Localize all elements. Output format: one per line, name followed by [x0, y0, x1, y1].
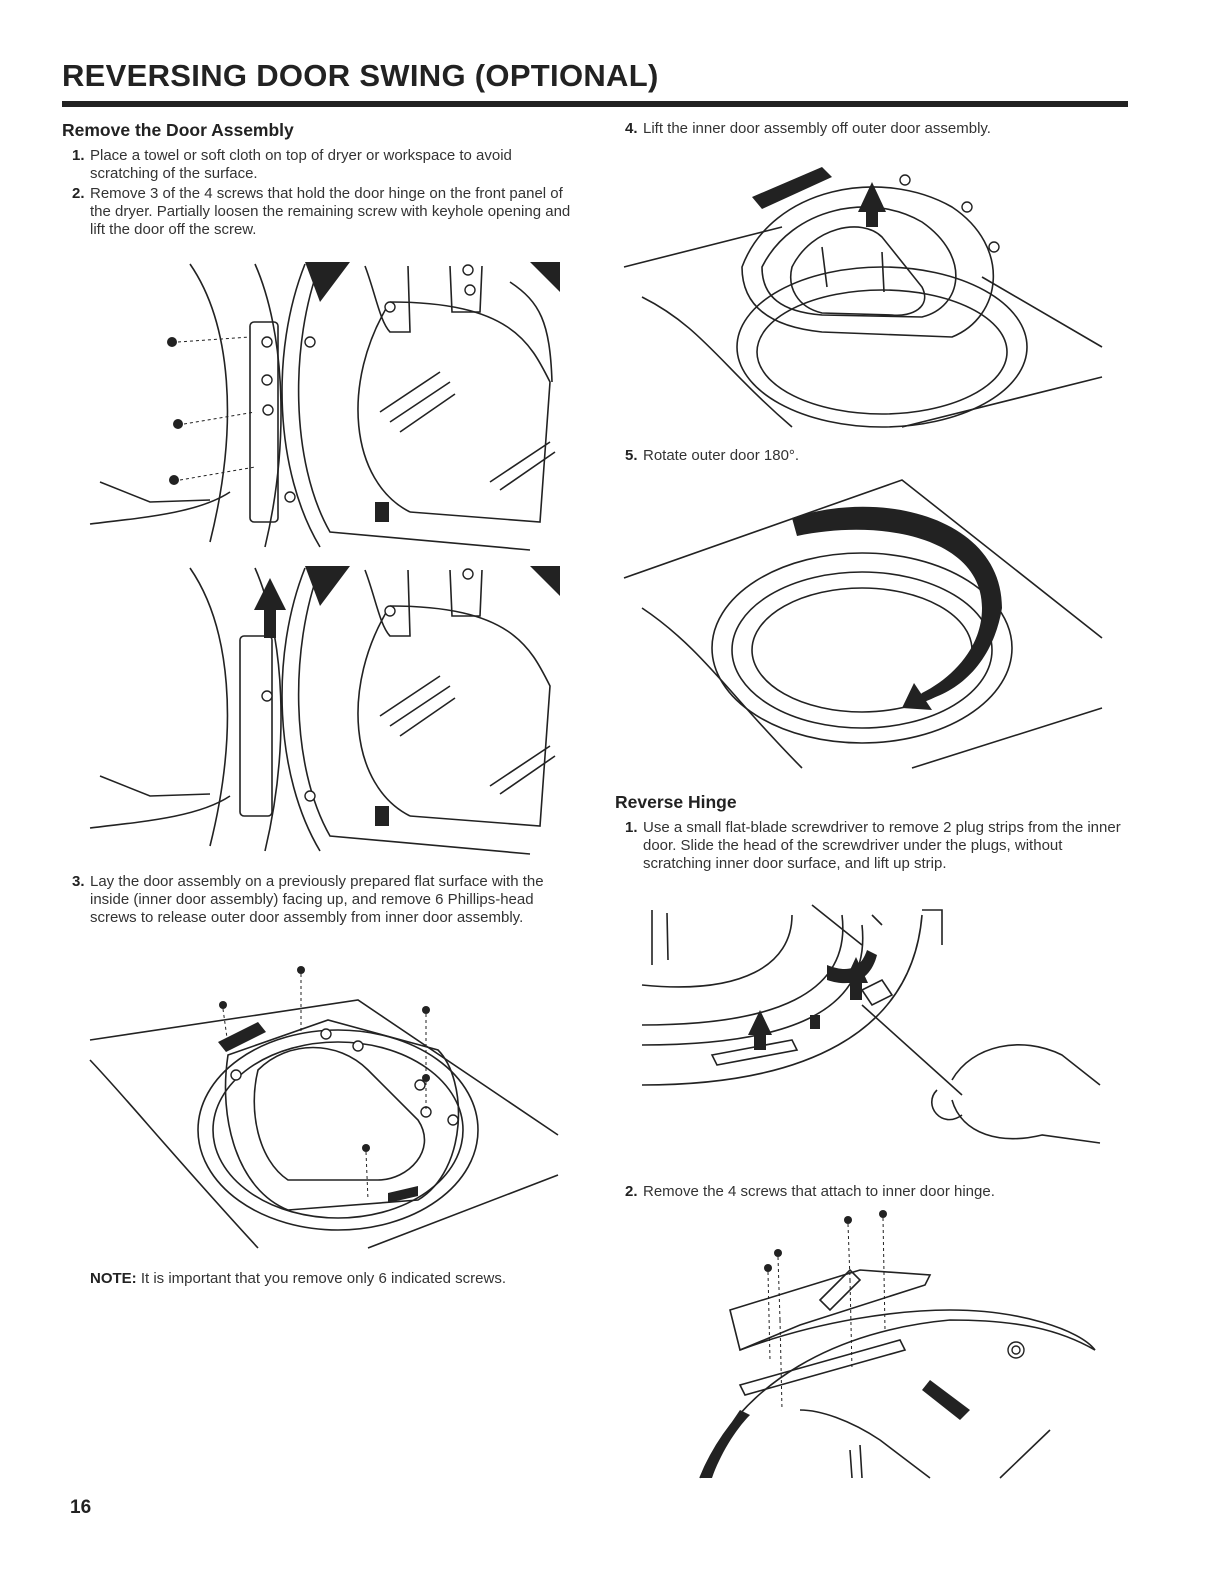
step-number: 3. — [72, 873, 85, 890]
hinge-step-1: 1. Use a small flat-blade screwdriver to… — [615, 819, 1121, 873]
step-text: Remove 3 of the 4 screws that hold the d… — [90, 185, 571, 238]
step-number: 1. — [72, 147, 85, 164]
door-hinge-screws-illustration — [90, 262, 560, 552]
page-title: REVERSING DOOR SWING (OPTIONAL) — [62, 58, 659, 93]
step-number: 2. — [72, 185, 85, 202]
note-label: NOTE: — [90, 1270, 137, 1287]
step-text: Use a small flat-blade screwdriver to re… — [643, 819, 1121, 872]
remove-door-heading: Remove the Door Assembly — [62, 120, 294, 140]
remove-door-section: Remove the Door Assembly 1. Place a towe… — [62, 120, 587, 239]
rotate-outer-door-illustration — [622, 478, 1102, 770]
step-text: Remove the 4 screws that attach to inner… — [643, 1183, 995, 1200]
step-number: 2. — [625, 1183, 638, 1200]
step-text: Place a towel or soft cloth on top of dr… — [90, 147, 512, 182]
step-5: 5. Rotate outer door 180°. — [615, 447, 1123, 465]
lift-inner-door-illustration — [622, 167, 1102, 429]
step-5-wrap: 5. Rotate outer door 180°. — [615, 447, 1127, 465]
step-4: 4. Lift the inner door assembly off oute… — [615, 120, 1123, 138]
six-screws-door-illustration — [88, 966, 558, 1252]
remove-step-1: 1. Place a towel or soft cloth on top of… — [62, 147, 570, 183]
reverse-hinge-section: Reverse Hinge 1. Use a small flat-blade … — [615, 792, 1127, 873]
right-steps-top: 4. Lift the inner door assembly off oute… — [615, 120, 1127, 138]
step-number: 1. — [625, 819, 638, 836]
step-text: Rotate outer door 180°. — [643, 447, 800, 464]
step-number: 5. — [625, 447, 638, 464]
remove-step-3-wrap: 3. Lay the door assembly on a previously… — [62, 873, 587, 927]
remove-step-3: 3. Lay the door assembly on a previously… — [62, 873, 570, 927]
lift-door-off-illustration — [90, 566, 560, 856]
step-number: 4. — [625, 120, 638, 137]
note-line: NOTE: It is important that you remove on… — [90, 1270, 600, 1287]
title-rule — [62, 101, 1128, 107]
hinge-step-2-wrap: 2. Remove the 4 screws that attach to in… — [615, 1183, 1127, 1201]
inner-door-hinge-screws-illustration — [700, 1210, 1100, 1478]
page-number: 16 — [70, 1497, 92, 1518]
hinge-step-2: 2. Remove the 4 screws that attach to in… — [615, 1183, 1121, 1201]
reverse-hinge-heading: Reverse Hinge — [615, 792, 737, 812]
remove-plug-strips-illustration — [622, 905, 1102, 1145]
note-text: It is important that you remove only 6 i… — [136, 1270, 507, 1287]
remove-step-2: 2. Remove 3 of the 4 screws that hold th… — [62, 185, 575, 239]
step-text: Lift the inner door assembly off outer d… — [643, 120, 991, 137]
step-text: Lay the door assembly on a previously pr… — [90, 873, 544, 926]
